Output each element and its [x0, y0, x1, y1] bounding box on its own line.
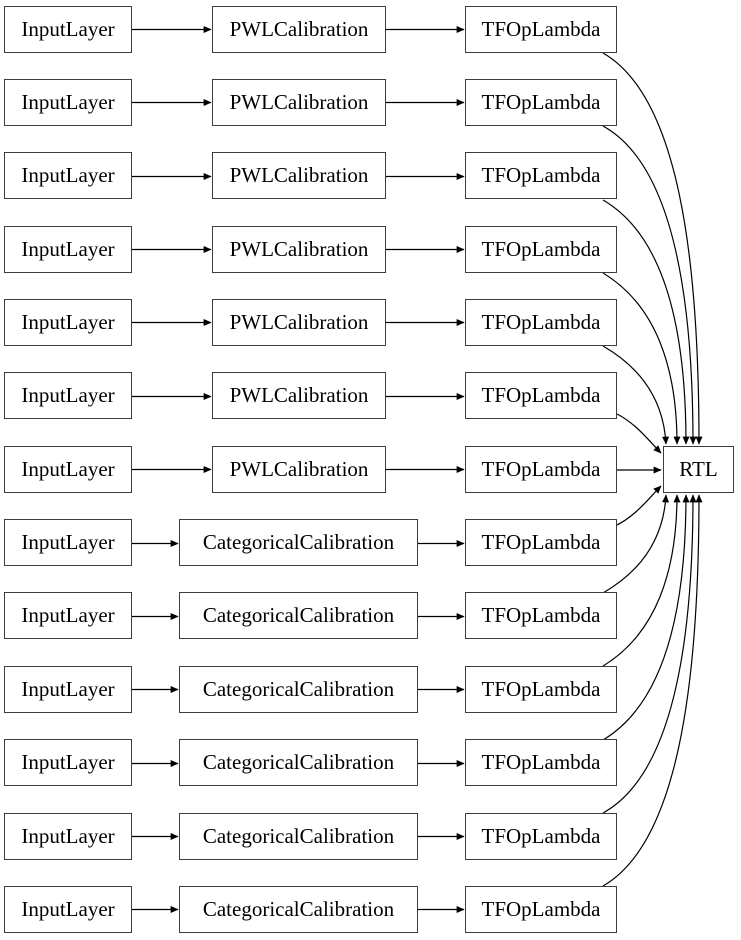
tfop-lambda-node: TFOpLambda	[465, 152, 617, 199]
input-layer-node: InputLayer	[4, 6, 132, 53]
input-layer-node: InputLayer	[4, 739, 132, 786]
edge-arrow	[614, 485, 662, 527]
input-layer-node: InputLayer	[4, 813, 132, 860]
input-layer-node: InputLayer	[4, 519, 132, 566]
edge-arrow	[602, 494, 703, 887]
pwl-calibration-node: PWLCalibration	[212, 372, 386, 419]
edge-arrow	[602, 494, 681, 667]
pwl-calibration-node: PWLCalibration	[212, 152, 386, 199]
tfop-lambda-node: TFOpLambda	[465, 79, 617, 126]
edge-arrow	[602, 125, 697, 445]
tfop-lambda-node: TFOpLambda	[465, 299, 617, 346]
pwl-calibration-node: PWLCalibration	[212, 446, 386, 493]
edge-arrow	[602, 494, 670, 594]
input-layer-node: InputLayer	[4, 592, 132, 639]
input-layer-node: InputLayer	[4, 226, 132, 273]
edge-arrow	[602, 272, 681, 445]
edge-arrow	[602, 345, 670, 445]
pwl-calibration-node: PWLCalibration	[212, 6, 386, 53]
tfop-lambda-node: TFOpLambda	[465, 886, 617, 933]
edge-arrow	[602, 494, 690, 741]
categorical-calibration-node: CategoricalCalibration	[179, 666, 418, 713]
input-layer-node: InputLayer	[4, 446, 132, 493]
tfop-lambda-node: TFOpLambda	[465, 813, 617, 860]
pwl-calibration-node: PWLCalibration	[212, 299, 386, 346]
pwl-calibration-node: PWLCalibration	[212, 79, 386, 126]
categorical-calibration-node: CategoricalCalibration	[179, 813, 418, 860]
tfop-lambda-node: TFOpLambda	[465, 666, 617, 713]
tfop-lambda-node: TFOpLambda	[465, 519, 617, 566]
tfop-lambda-node: TFOpLambda	[465, 592, 617, 639]
input-layer-node: InputLayer	[4, 372, 132, 419]
tfop-lambda-node: TFOpLambda	[465, 372, 617, 419]
edge-arrow	[602, 52, 703, 445]
input-layer-node: InputLayer	[4, 886, 132, 933]
pwl-calibration-node: PWLCalibration	[212, 226, 386, 273]
input-layer-node: InputLayer	[4, 79, 132, 126]
input-layer-node: InputLayer	[4, 152, 132, 199]
input-layer-node: InputLayer	[4, 666, 132, 713]
rtl-node: RTL	[663, 446, 734, 493]
edge-arrow	[614, 412, 662, 454]
edge-arrow	[602, 199, 690, 445]
categorical-calibration-node: CategoricalCalibration	[179, 519, 418, 566]
input-layer-node: InputLayer	[4, 299, 132, 346]
categorical-calibration-node: CategoricalCalibration	[179, 886, 418, 933]
tfop-lambda-node: TFOpLambda	[465, 739, 617, 786]
tfop-lambda-node: TFOpLambda	[465, 226, 617, 273]
categorical-calibration-node: CategoricalCalibration	[179, 592, 418, 639]
tfop-lambda-node: TFOpLambda	[465, 6, 617, 53]
categorical-calibration-node: CategoricalCalibration	[179, 739, 418, 786]
tfop-lambda-node: TFOpLambda	[465, 446, 617, 493]
edge-arrow	[602, 494, 697, 814]
